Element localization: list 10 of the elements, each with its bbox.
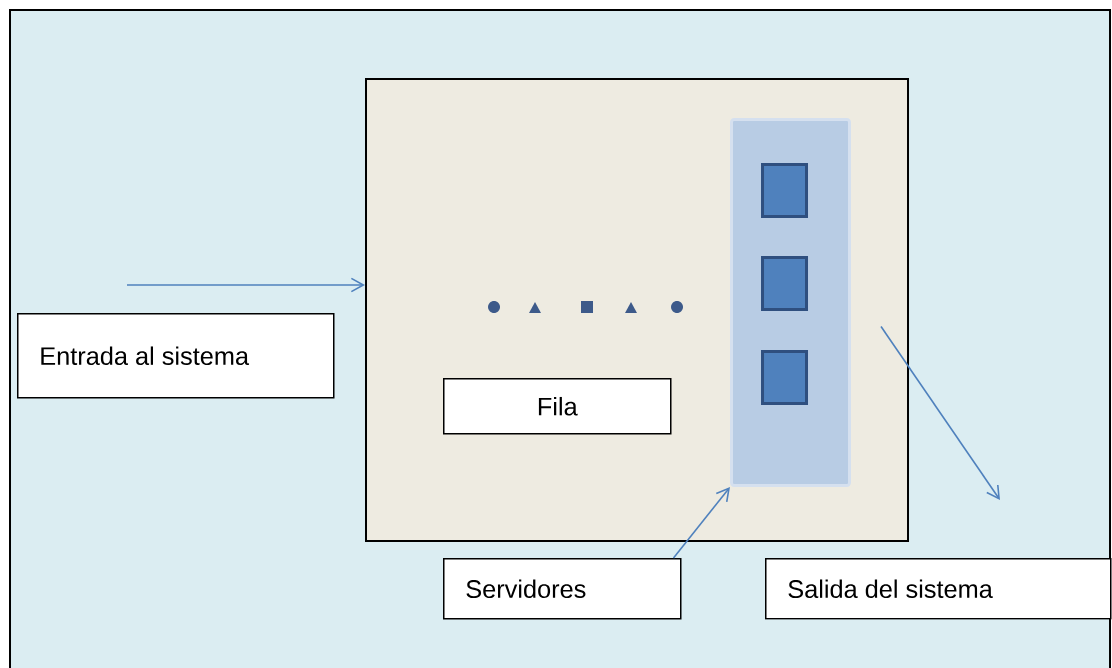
label-box: Salida del sistema <box>765 558 1112 620</box>
server-box <box>761 350 808 405</box>
label-box: Entrada al sistema <box>17 313 335 399</box>
arrow <box>672 487 730 559</box>
label-box: Servidores <box>443 558 682 620</box>
arrow <box>880 325 1000 500</box>
server-box <box>761 163 808 218</box>
label-box: Fila <box>443 378 672 435</box>
server-box <box>761 256 808 311</box>
arrow <box>126 277 365 293</box>
